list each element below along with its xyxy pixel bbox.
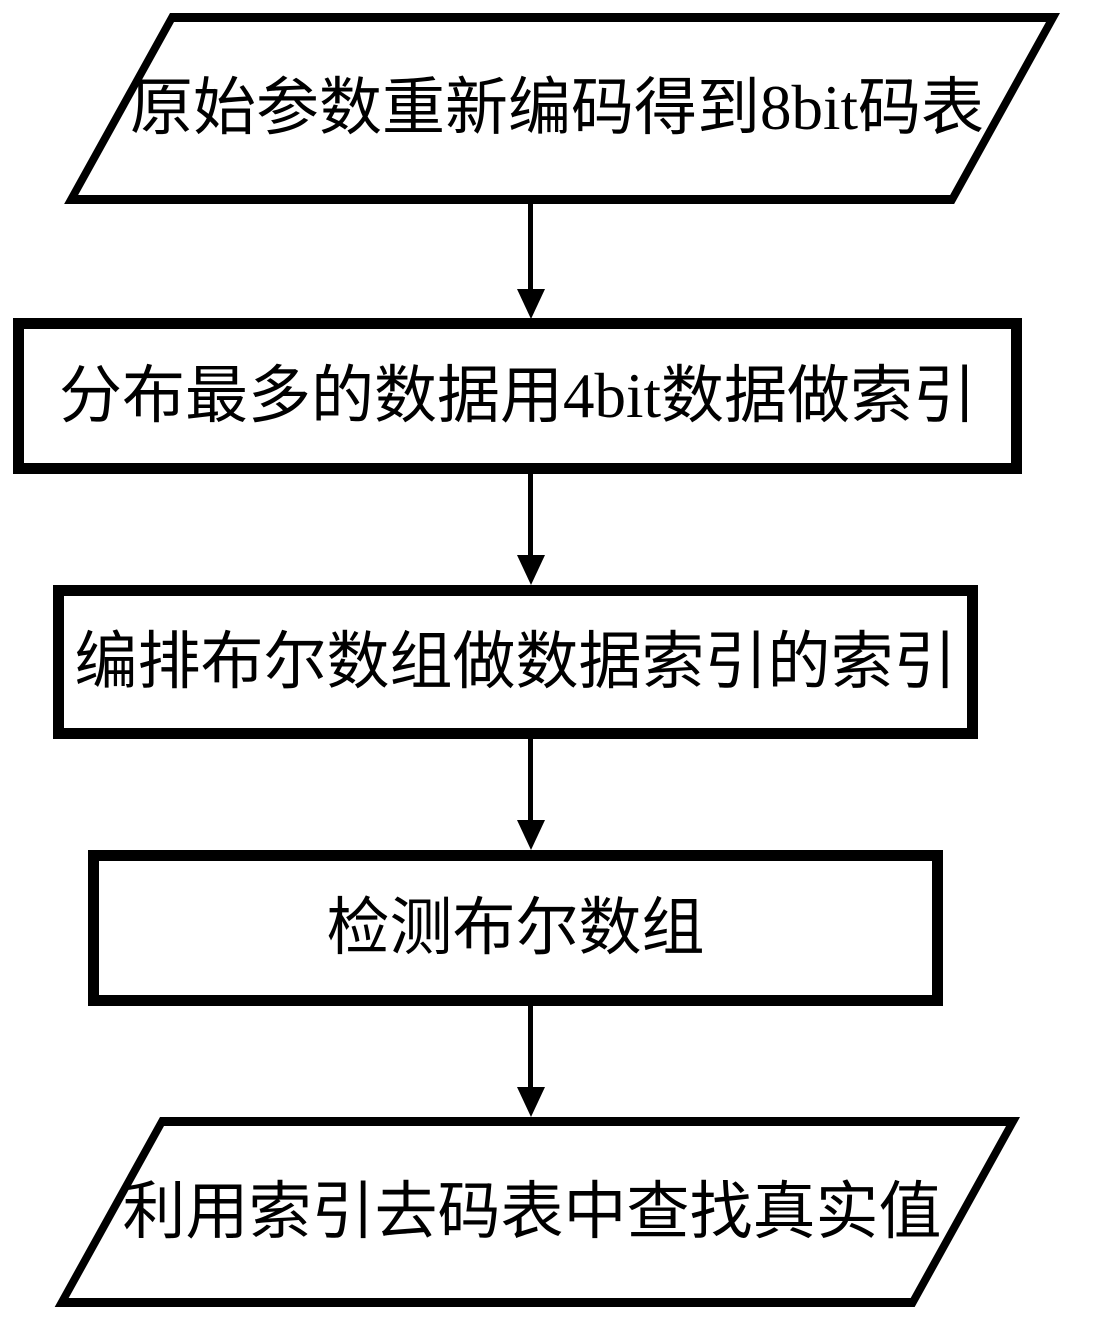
connector-3-line (528, 738, 533, 821)
connector-2-line (528, 473, 533, 556)
arrowhead-down-icon (517, 555, 545, 585)
connector-1-line (528, 203, 533, 291)
connector-4-line (528, 1005, 533, 1088)
flow-node-5-label: 利用索引去码表中查找真实值 (122, 1176, 942, 1247)
flow-node-3-label: 编排布尔数组做数据索引的索引 (74, 626, 957, 697)
flow-node-1-label: 原始参数重新编码得到8bit码表 (129, 73, 985, 143)
arrowhead-down-icon (517, 289, 545, 319)
flow-node-2-label: 分布最多的数据用4bit数据做索引 (58, 360, 976, 431)
flow-node-bool-array-index: 编排布尔数组做数据索引的索引 (53, 585, 978, 739)
flow-node-detect-bool-array: 检测布尔数组 (88, 850, 943, 1006)
flow-node-4-label: 检测布尔数组 (326, 892, 705, 963)
flow-node-recode-8bit-table: 原始参数重新编码得到8bit码表 (64, 13, 1061, 204)
arrowhead-down-icon (517, 1087, 545, 1117)
arrowhead-down-icon (517, 820, 545, 850)
flow-node-4bit-index: 分布最多的数据用4bit数据做索引 (13, 318, 1022, 474)
flow-node-lookup-real-value: 利用索引去码表中查找真实值 (54, 1117, 1021, 1307)
